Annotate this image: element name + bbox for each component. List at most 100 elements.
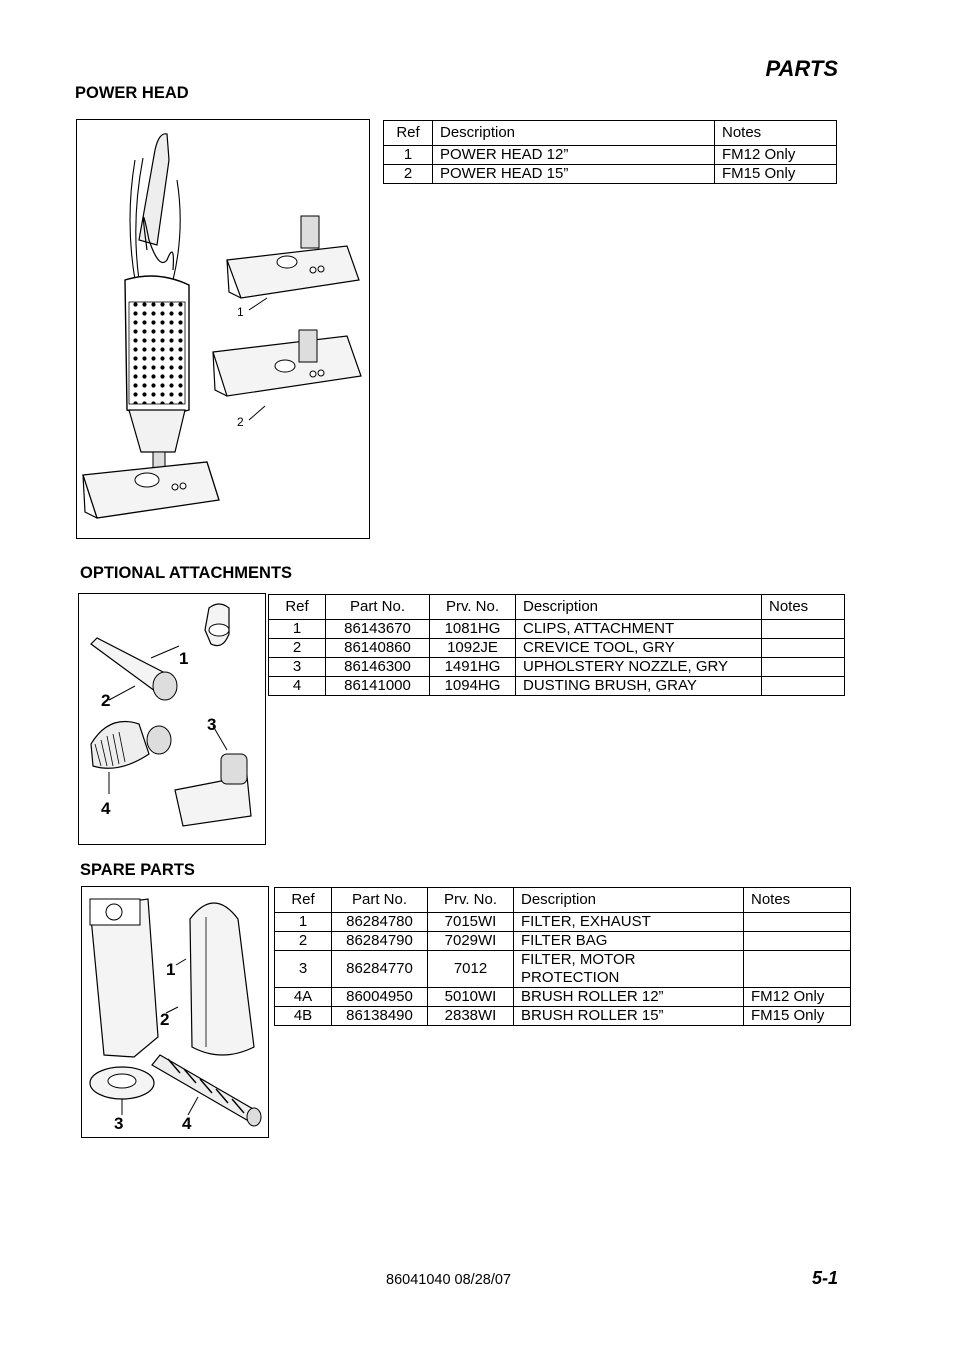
part-no-cell: 86284770 (331, 950, 428, 988)
ref-cell: 1 (383, 145, 433, 165)
figure-label: 1 (237, 305, 244, 319)
description-cell: POWER HEAD 15” (432, 164, 715, 184)
attachments-illustration: 1 2 3 4 (78, 593, 266, 845)
description-cell: CREVICE TOOL, GRY (515, 638, 762, 658)
ref-cell: 4A (274, 987, 332, 1007)
prv-no-cell: 2838WI (427, 1006, 514, 1026)
table-row: 1 POWER HEAD 12” FM12 Only (383, 145, 837, 165)
table-row: 2 86140860 1092JE CREVICE TOOL, GRY (268, 638, 845, 658)
table-row: 2 POWER HEAD 15” FM15 Only (383, 164, 837, 184)
optional-attachments-title: OPTIONAL ATTACHMENTS (80, 564, 293, 582)
column-header: Ref (383, 120, 433, 146)
part-no-cell: 86284790 (331, 931, 428, 951)
description-cell: CLIPS, ATTACHMENT (515, 619, 762, 639)
optional-attachments-table: Ref Part No. Prv. No. Description Notes … (268, 594, 845, 696)
table-header-row: Ref Description Notes (383, 120, 837, 146)
power-head-title: POWER HEAD (75, 84, 189, 102)
column-header: Part No. (331, 887, 428, 913)
description-cell: POWER HEAD 12” (432, 145, 715, 165)
figure-label: 4 (101, 799, 111, 818)
table-row: 3 86146300 1491HG UPHOLSTERY NOZZLE, GRY (268, 657, 845, 677)
notes-cell: FM12 Only (743, 987, 851, 1007)
column-header: Notes (743, 887, 851, 913)
column-header: Ref (274, 887, 332, 913)
prv-no-cell: 7015WI (427, 912, 514, 932)
figure-label: 2 (101, 691, 110, 710)
description-cell: FILTER, EXHAUST (513, 912, 744, 932)
column-header: Ref (268, 594, 326, 620)
notes-cell (743, 931, 851, 951)
column-header: Part No. (325, 594, 430, 620)
description-cell: BRUSH ROLLER 12” (513, 987, 744, 1007)
document-code: 86041040 08/28/07 (386, 1272, 511, 1288)
table-header-row: Ref Part No. Prv. No. Description Notes (268, 594, 845, 620)
figure-label: 2 (160, 1010, 169, 1029)
spare-parts-illustration: 1 2 3 4 (81, 886, 269, 1138)
prv-no-cell: 7029WI (427, 931, 514, 951)
figure-label: 1 (166, 960, 175, 979)
table-row: 2 86284790 7029WI FILTER BAG (274, 931, 851, 951)
column-header: Description (513, 887, 744, 913)
part-no-cell: 86143670 (325, 619, 430, 639)
description-cell: FILTER, MOTOR PROTECTION (513, 950, 744, 988)
ref-cell: 3 (268, 657, 326, 677)
figure-label: 4 (182, 1114, 192, 1133)
notes-cell (761, 619, 845, 639)
part-no-cell: 86140860 (325, 638, 430, 658)
part-no-cell: 86146300 (325, 657, 430, 677)
column-header: Notes (714, 120, 837, 146)
notes-cell: FM15 Only (714, 164, 837, 184)
notes-cell: FM12 Only (714, 145, 837, 165)
ref-cell: 2 (383, 164, 433, 184)
ref-cell: 4B (274, 1006, 332, 1026)
ref-cell: 1 (274, 912, 332, 932)
notes-cell (743, 912, 851, 932)
ref-cell: 4 (268, 676, 326, 696)
description-cell: UPHOLSTERY NOZZLE, GRY (515, 657, 762, 677)
table-row: 4A 86004950 5010WI BRUSH ROLLER 12” FM12… (274, 987, 851, 1007)
prv-no-cell: 1092JE (429, 638, 516, 658)
figure-label: 3 (207, 715, 216, 734)
table-header-row: Ref Part No. Prv. No. Description Notes (274, 887, 851, 913)
description-cell: BRUSH ROLLER 15” (513, 1006, 744, 1026)
figure-label: 1 (179, 649, 188, 668)
part-no-cell: 86284780 (331, 912, 428, 932)
page-title: PARTS (765, 56, 838, 81)
column-header: Prv. No. (427, 887, 514, 913)
prv-no-cell: 1094HG (429, 676, 516, 696)
power-head-table: Ref Description Notes 1 POWER HEAD 12” F… (383, 120, 837, 184)
description-cell: DUSTING BRUSH, GRAY (515, 676, 762, 696)
spare-parts-table: Ref Part No. Prv. No. Description Notes … (274, 887, 851, 1026)
prv-no-cell: 7012 (427, 950, 514, 988)
ref-cell: 1 (268, 619, 326, 639)
prv-no-cell: 1081HG (429, 619, 516, 639)
table-row: 4B 86138490 2838WI BRUSH ROLLER 15” FM15… (274, 1006, 851, 1026)
column-header: Description (432, 120, 715, 146)
table-row: 4 86141000 1094HG DUSTING BRUSH, GRAY (268, 676, 845, 696)
part-no-cell: 86004950 (331, 987, 428, 1007)
notes-cell (743, 950, 851, 988)
table-row: 1 86284780 7015WI FILTER, EXHAUST (274, 912, 851, 932)
part-no-cell: 86138490 (331, 1006, 428, 1026)
column-header: Description (515, 594, 762, 620)
ref-cell: 2 (274, 931, 332, 951)
figure-label: 3 (114, 1114, 123, 1133)
description-cell: FILTER BAG (513, 931, 744, 951)
power-head-illustration: 1 2 (76, 119, 370, 539)
ref-cell: 3 (274, 950, 332, 988)
prv-no-cell: 1491HG (429, 657, 516, 677)
column-header: Prv. No. (429, 594, 516, 620)
notes-cell (761, 657, 845, 677)
notes-cell (761, 676, 845, 696)
column-header: Notes (761, 594, 845, 620)
spare-parts-drawing: 1 2 3 4 (89, 898, 262, 1133)
notes-cell (761, 638, 845, 658)
prv-no-cell: 5010WI (427, 987, 514, 1007)
spare-parts-title: SPARE PARTS (80, 861, 195, 879)
table-row: 3 86284770 7012 FILTER, MOTOR PROTECTION (274, 950, 851, 988)
ref-cell: 2 (268, 638, 326, 658)
figure-label: 2 (237, 415, 244, 429)
page-number: 5-1 (811, 1268, 838, 1288)
part-no-cell: 86141000 (325, 676, 430, 696)
power-head-drawing: 1 2 (82, 133, 362, 519)
